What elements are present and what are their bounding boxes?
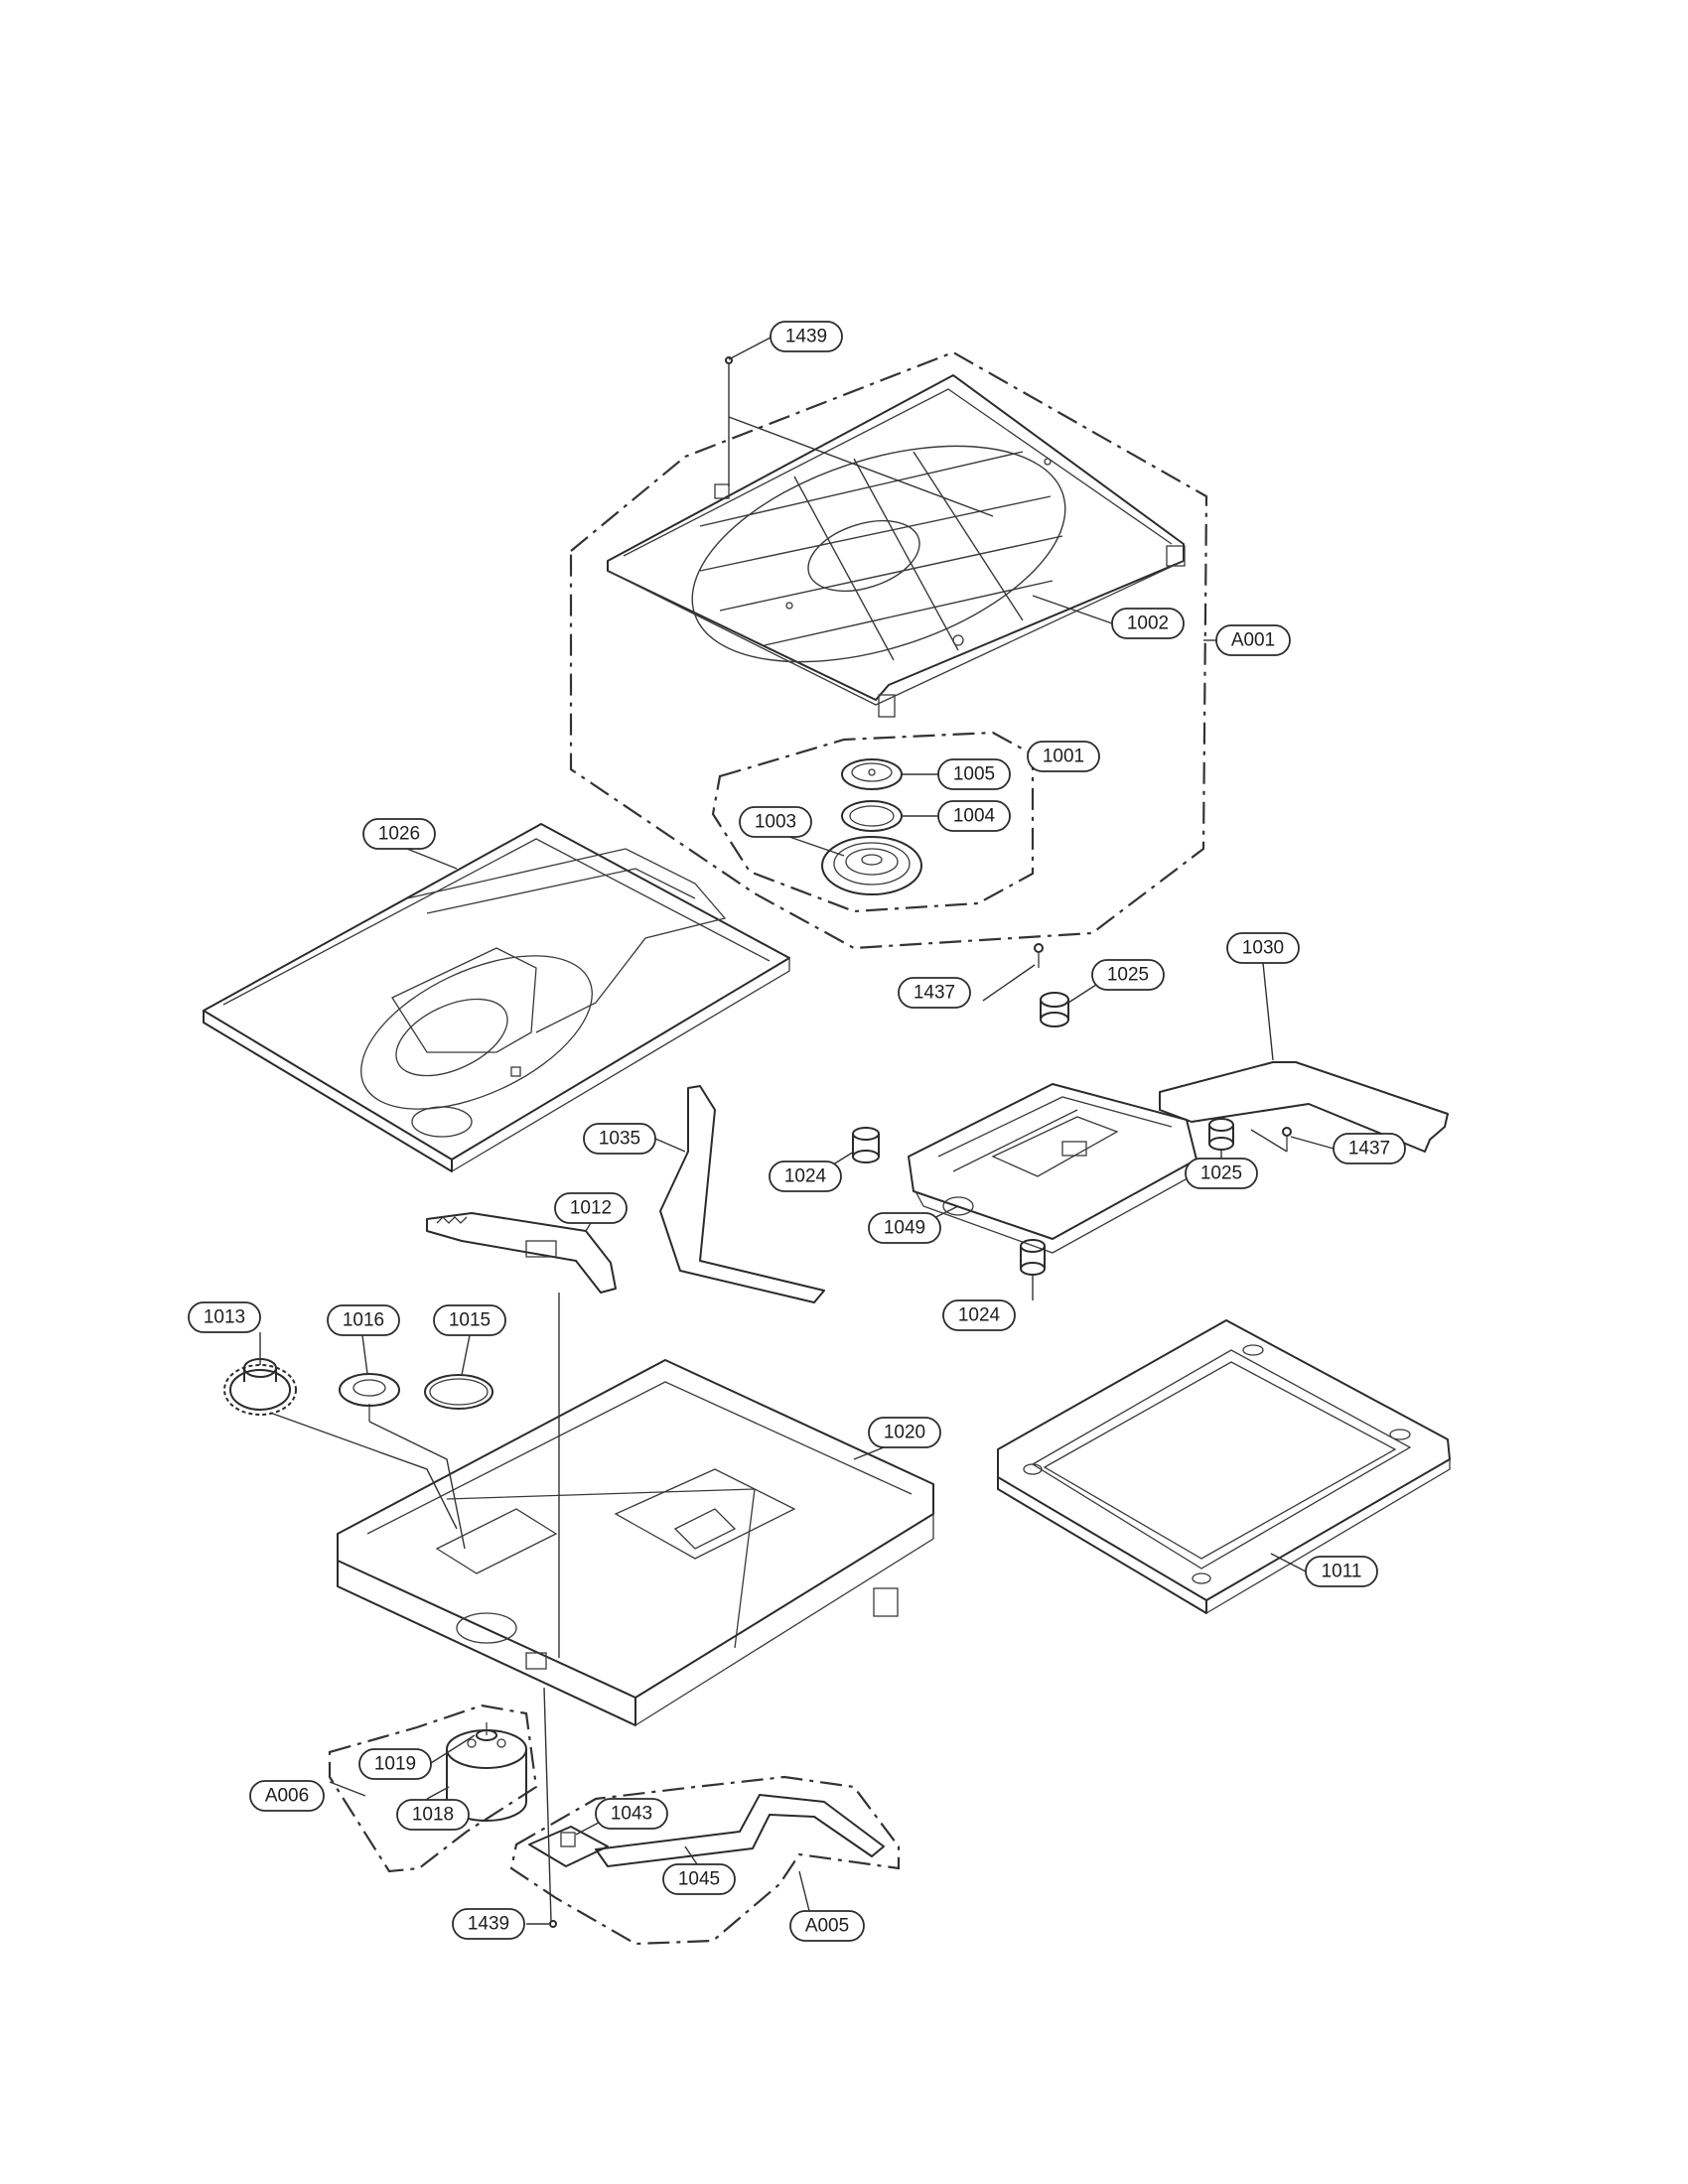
part-1015-belt — [424, 1374, 493, 1410]
callout-1024-left: 1024 — [769, 1160, 842, 1192]
callout-1002: 1002 — [1111, 608, 1185, 639]
callout-1001: 1001 — [1027, 741, 1100, 772]
callout-1013: 1013 — [188, 1301, 261, 1333]
part-1005-clamper-plate — [841, 758, 903, 790]
svg-text:1019: 1019 — [374, 1754, 416, 1775]
group-boundary-a001 — [569, 350, 1208, 950]
svg-text:1026: 1026 — [378, 824, 420, 845]
callout-1015: 1015 — [433, 1304, 506, 1336]
callout-1025-top: 1025 — [1091, 959, 1165, 991]
part-1439-screw-bottom — [549, 1920, 557, 1928]
callout-1003: 1003 — [739, 806, 812, 838]
svg-text:1016: 1016 — [343, 1310, 384, 1331]
part-1045-flex-cable — [595, 1794, 885, 1867]
callout-1020: 1020 — [868, 1417, 941, 1448]
svg-text:1011: 1011 — [1322, 1562, 1362, 1582]
svg-text:1439: 1439 — [785, 327, 827, 347]
callout-1439-top: 1439 — [770, 321, 843, 352]
callout-1016: 1016 — [327, 1304, 400, 1336]
svg-text:1035: 1035 — [599, 1129, 640, 1150]
svg-text:1439: 1439 — [468, 1914, 509, 1935]
svg-text:A006: A006 — [265, 1786, 309, 1807]
callout-1004: 1004 — [937, 800, 1011, 832]
svg-text:1024: 1024 — [784, 1166, 827, 1187]
svg-text:1013: 1013 — [204, 1307, 245, 1328]
part-1026-disc-tray — [203, 823, 790, 1172]
svg-text:1002: 1002 — [1127, 614, 1169, 634]
svg-text:A001: A001 — [1231, 630, 1275, 651]
svg-text:1005: 1005 — [953, 764, 995, 785]
part-1024-damper-left — [852, 1127, 880, 1163]
svg-text:1003: 1003 — [755, 812, 796, 833]
part-1003-clamper-magnet — [821, 836, 922, 895]
group-boundary-1001 — [711, 731, 1035, 913]
svg-text:1049: 1049 — [884, 1218, 925, 1239]
svg-text:1018: 1018 — [412, 1805, 454, 1826]
callout-1019: 1019 — [358, 1748, 432, 1780]
part-1049-traverse-mechanism — [908, 1083, 1197, 1254]
part-1020-main-chassis — [337, 1359, 934, 1726]
svg-text:1025: 1025 — [1200, 1163, 1242, 1184]
callout-1043: 1043 — [595, 1798, 668, 1830]
part-1043-switch-pcb — [528, 1826, 609, 1867]
part-1013-gear — [223, 1358, 297, 1416]
group-boundary-a006 — [328, 1704, 538, 1873]
part-1016-pulley — [339, 1373, 400, 1422]
svg-text:1437: 1437 — [1348, 1139, 1390, 1160]
part-1004-clamper-ring — [841, 800, 903, 832]
callout-1045: 1045 — [662, 1863, 736, 1895]
callout-1024-bottom: 1024 — [942, 1299, 1016, 1331]
part-1002-tray-cover — [607, 374, 1186, 718]
part-1437-screw-right — [1282, 1127, 1292, 1152]
callout-1437-top: 1437 — [898, 977, 971, 1009]
svg-text:1437: 1437 — [914, 983, 955, 1004]
callout-1011: 1011 — [1305, 1556, 1378, 1587]
svg-text:1025: 1025 — [1107, 965, 1149, 986]
part-1025-damper-right — [1208, 1118, 1234, 1151]
svg-text:1045: 1045 — [678, 1869, 720, 1890]
callout-1026: 1026 — [362, 818, 436, 850]
callout-1030: 1030 — [1226, 932, 1300, 964]
callout-1025-right: 1025 — [1185, 1158, 1258, 1189]
callout-1018: 1018 — [396, 1799, 470, 1831]
part-1019-motor-pulley — [476, 1722, 497, 1741]
part-1025-damper-top — [1040, 992, 1069, 1027]
svg-text:1024: 1024 — [958, 1305, 1001, 1326]
callout-a005: A005 — [789, 1910, 865, 1942]
svg-text:1030: 1030 — [1242, 938, 1284, 959]
part-1012-slider-rack — [426, 1212, 617, 1294]
callout-a001: A001 — [1215, 624, 1291, 656]
callout-1005: 1005 — [937, 758, 1011, 790]
part-1437-screw-top — [1034, 943, 1044, 968]
svg-text:1043: 1043 — [611, 1804, 652, 1825]
part-1030-flat-cable — [1159, 1061, 1449, 1153]
svg-text:1004: 1004 — [953, 806, 996, 827]
svg-text:A005: A005 — [805, 1916, 849, 1937]
callout-a006: A006 — [249, 1780, 325, 1812]
svg-text:1020: 1020 — [884, 1423, 925, 1443]
leader-lines — [259, 337, 1335, 1925]
callout-1012: 1012 — [554, 1192, 628, 1224]
callout-1439-bottom: 1439 — [452, 1908, 525, 1940]
callout-1049: 1049 — [868, 1212, 941, 1244]
svg-text:1015: 1015 — [449, 1310, 491, 1331]
callout-1035: 1035 — [583, 1123, 656, 1155]
part-1035-flex-cable — [659, 1085, 825, 1303]
group-boundary-a005 — [509, 1775, 901, 1946]
svg-text:1001: 1001 — [1043, 747, 1084, 767]
svg-text:1012: 1012 — [570, 1198, 612, 1219]
part-1011-bottom-frame — [997, 1319, 1451, 1614]
callout-1437-right: 1437 — [1333, 1133, 1406, 1164]
